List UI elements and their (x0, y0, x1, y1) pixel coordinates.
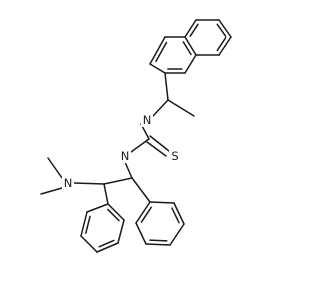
phenyl-left-bond-2 (96, 242, 119, 253)
naphthalene-ring-b-bond-2 (218, 19, 232, 38)
phenyl-right-double-bond-1 (171, 207, 180, 224)
bond-c-n2 (130, 138, 150, 153)
phenyl-left-bond-3 (80, 235, 98, 253)
phenyl-left-bond-1 (117, 219, 125, 244)
bond-ch-methyl (167, 99, 195, 117)
label-bg-amine (62, 176, 74, 190)
phenyl-right-bond-4 (135, 222, 147, 245)
phenyl-right-bond-3 (145, 243, 171, 246)
phenyl-right-double-bond-5 (140, 206, 153, 223)
bond-ch-phenyl-right (131, 177, 151, 203)
atom-n-thiourea-upper: N (143, 113, 152, 127)
structure-canvas: N N S N (40, 19, 232, 253)
naphthalene-ring-b-bond-0 (184, 19, 197, 38)
phenyl-right-bond-5 (135, 201, 151, 224)
phenyl-right-bond-1 (173, 202, 185, 225)
phenyl-right-bond-0 (149, 201, 175, 204)
bond-ch-n-amine (73, 182, 105, 185)
bond-ch-ch (103, 177, 133, 185)
naphthalene-ring-b-bond-3 (218, 36, 232, 56)
naphthalene-ring-b-double-3 (216, 37, 227, 52)
bond-c-s-2 (146, 141, 167, 157)
phenyl-left-double-bond-2 (98, 239, 115, 248)
bond-c-s-1 (149, 135, 170, 152)
label-bg-n1 (141, 113, 153, 127)
phenyl-left-bond-4 (80, 211, 88, 237)
atom-n-thiourea-lower: N (121, 149, 130, 163)
naphthalene-ring-a-bond-5 (149, 63, 166, 74)
bond-ch-phenyl-left (103, 183, 109, 205)
chemical-structure-diagram: N N S N (40, 19, 232, 253)
naphthalene-ring-a-bond-3 (184, 54, 197, 74)
bond-n-methyl-up (47, 157, 63, 179)
naphthalene-ring-b-double-2 (216, 23, 227, 37)
atom-label-layer: N N S N (62, 113, 181, 190)
phenyl-left-bond-5 (86, 203, 109, 213)
phenyl-right-bond-2 (169, 223, 185, 246)
bond-layer (40, 19, 232, 253)
label-bg-s (169, 149, 181, 163)
phenyl-right-double-bond-3 (149, 239, 168, 242)
phenyl-left-double-bond-0 (107, 208, 120, 222)
label-bg-n2 (119, 149, 131, 163)
naphthalene-ring-a-bond-0 (149, 36, 166, 65)
naphthalene-ring-a-double-bond-0 (155, 41, 168, 63)
phenyl-left-double-bond-4 (85, 215, 91, 234)
bond-n2-ch (124, 161, 133, 179)
bond-n-methyl-left (40, 187, 63, 195)
bond-ch-n1 (152, 99, 169, 117)
phenyl-left-bond-0 (107, 203, 125, 221)
atom-n-dimethylamino: N (64, 176, 73, 190)
naphthalene-ring-a-bond-2 (184, 36, 197, 56)
bond-naphthyl-ch (164, 72, 169, 101)
atom-s-thione: S (171, 149, 178, 163)
naphthalene-ring-b-double-0 (189, 23, 199, 37)
naphthalene-ring-a-double-bond-2 (182, 41, 192, 56)
